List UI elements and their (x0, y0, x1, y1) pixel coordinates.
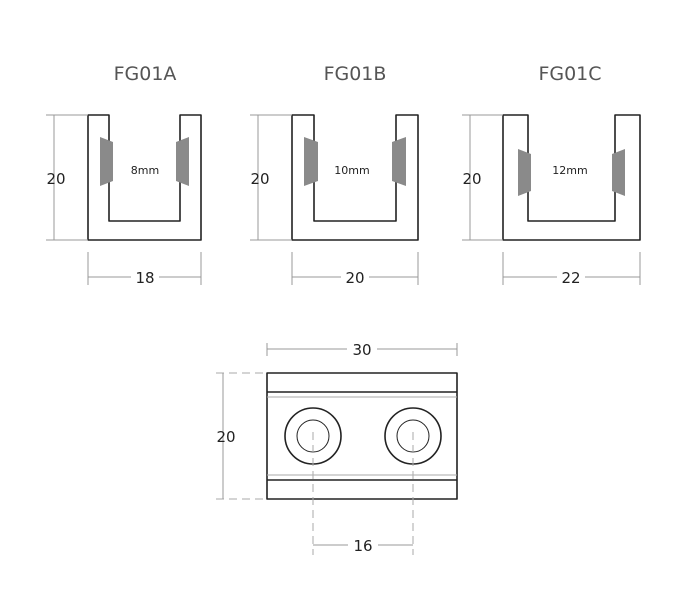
block-height-dimension: 20 (216, 428, 235, 446)
gasket-right (392, 137, 406, 186)
profile-fg01b: FG01B 10mm 20 20 (250, 63, 419, 287)
gasket-left (304, 137, 318, 186)
profile-title: FG01B (324, 63, 387, 85)
height-dimension: 20 (250, 170, 269, 188)
block-width-dimension: 30 (352, 341, 371, 359)
glass-thickness-label: 10mm (334, 164, 369, 177)
profile-title: FG01A (114, 63, 177, 85)
profile-fg01c: FG01C 12mm 20 22 (462, 63, 641, 287)
top-view-block: 30 20 16 (216, 340, 458, 555)
gasket-left (518, 149, 531, 196)
hole-spacing-dimension: 16 (353, 537, 372, 555)
gasket-right (612, 149, 625, 196)
glass-thickness-label: 8mm (131, 164, 159, 177)
glass-thickness-label: 12mm (552, 164, 587, 177)
block-outline (266, 372, 458, 500)
height-dimension: 20 (46, 170, 65, 188)
width-dimension: 22 (561, 269, 580, 287)
gasket-right (176, 137, 189, 186)
profile-title: FG01C (538, 63, 601, 85)
profile-fg01a: FG01A 8mm 20 18 (46, 63, 202, 287)
height-dimension: 20 (462, 170, 481, 188)
gasket-left (100, 137, 113, 186)
width-dimension: 18 (135, 269, 154, 287)
u-channel-body (502, 114, 641, 241)
width-dimension: 20 (345, 269, 364, 287)
